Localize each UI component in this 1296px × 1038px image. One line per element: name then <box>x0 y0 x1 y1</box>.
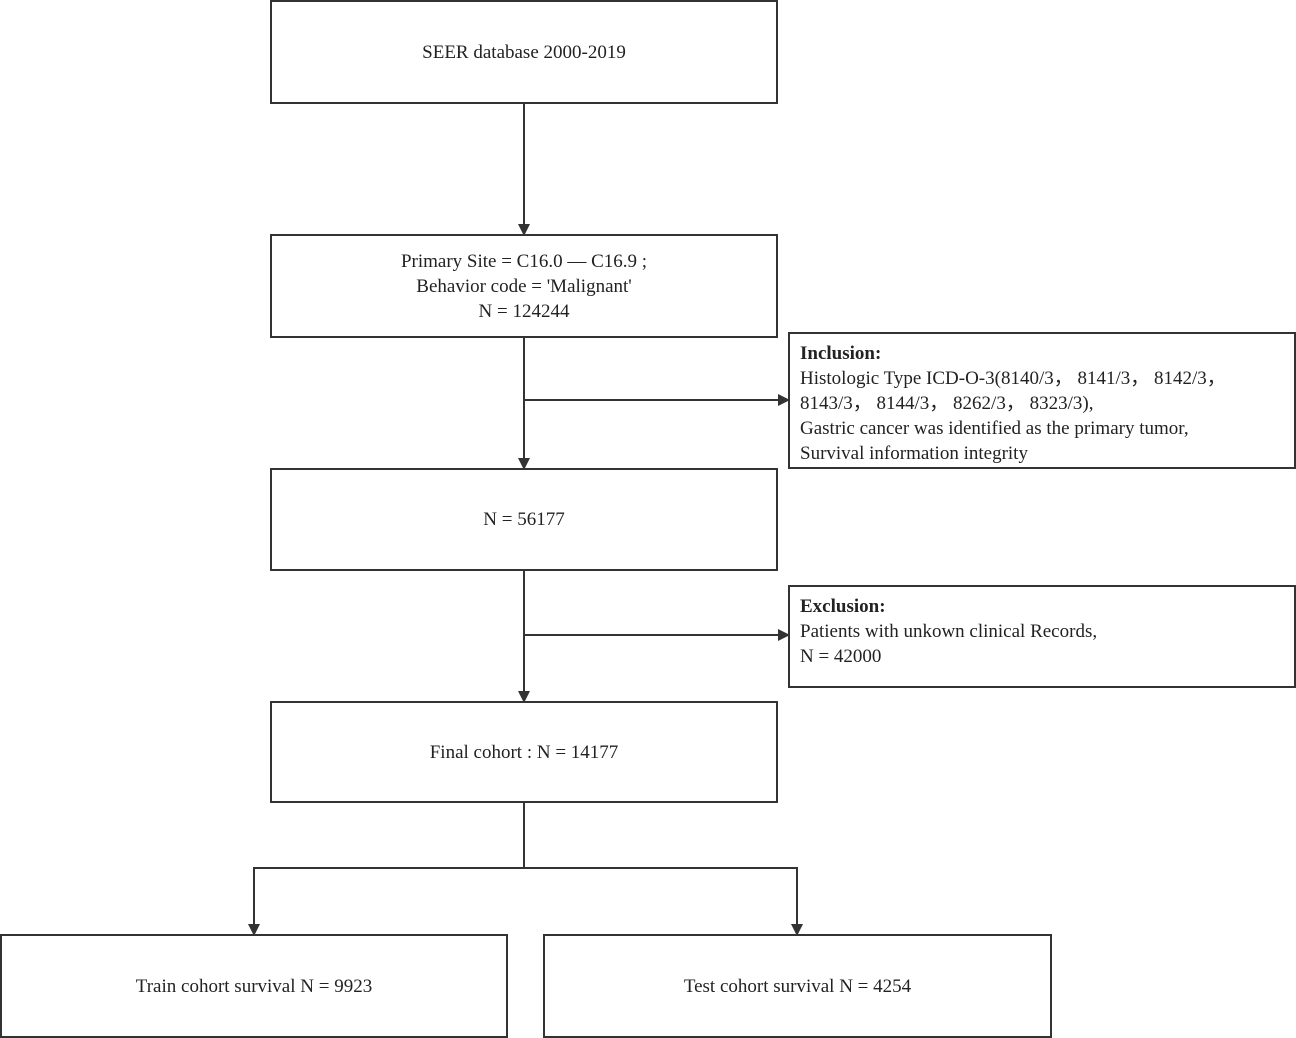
exclusion-box: Exclusion: Patients with unkown clinical… <box>788 585 1296 688</box>
seer-database-box: SEER database 2000-2019 <box>270 0 778 104</box>
exclusion-count-line: N = 42000 <box>800 646 882 667</box>
behavior-code-criteria: Behavior code = 'Malignant' <box>416 275 632 297</box>
primary-site-count: N = 124244 <box>478 300 570 322</box>
final-cohort-text: Final cohort : N = 14177 <box>429 741 619 763</box>
inclusion-box: Inclusion: Histologic Type ICD-O-3(8140/… <box>788 332 1296 469</box>
inclusion-primary-tumor-line: Gastric cancer was identified as the pri… <box>800 418 1189 439</box>
n-56177-box: N = 56177 <box>270 468 778 571</box>
train-cohort-text: Train cohort survival N = 9923 <box>135 975 373 997</box>
inclusion-heading: Inclusion: <box>800 343 882 364</box>
primary-site-criteria: Primary Site = C16.0 — C16.9 ; <box>400 250 648 272</box>
exclusion-reason-line: Patients with unkown clinical Records, <box>800 621 1098 642</box>
seer-database-text: SEER database 2000-2019 <box>422 41 626 63</box>
inclusion-survival-line: Survival information integrity <box>800 443 1028 464</box>
final-cohort-box: Final cohort : N = 14177 <box>270 701 778 803</box>
train-cohort-box: Train cohort survival N = 9923 <box>0 934 508 1038</box>
primary-site-box: Primary Site = C16.0 — C16.9 ; Behavior … <box>270 234 778 338</box>
test-cohort-box: Test cohort survival N = 4254 <box>543 934 1052 1038</box>
n-56177-text: N = 56177 <box>483 509 565 530</box>
exclusion-heading: Exclusion: <box>800 596 886 617</box>
test-cohort-text: Test cohort survival N = 4254 <box>683 975 912 997</box>
inclusion-histologic-line: Histologic Type ICD-O-3(8140/3， 8141/3， … <box>800 368 1226 389</box>
inclusion-histologic-line-cont: 8143/3， 8144/3， 8262/3， 8323/3), <box>800 393 1094 414</box>
